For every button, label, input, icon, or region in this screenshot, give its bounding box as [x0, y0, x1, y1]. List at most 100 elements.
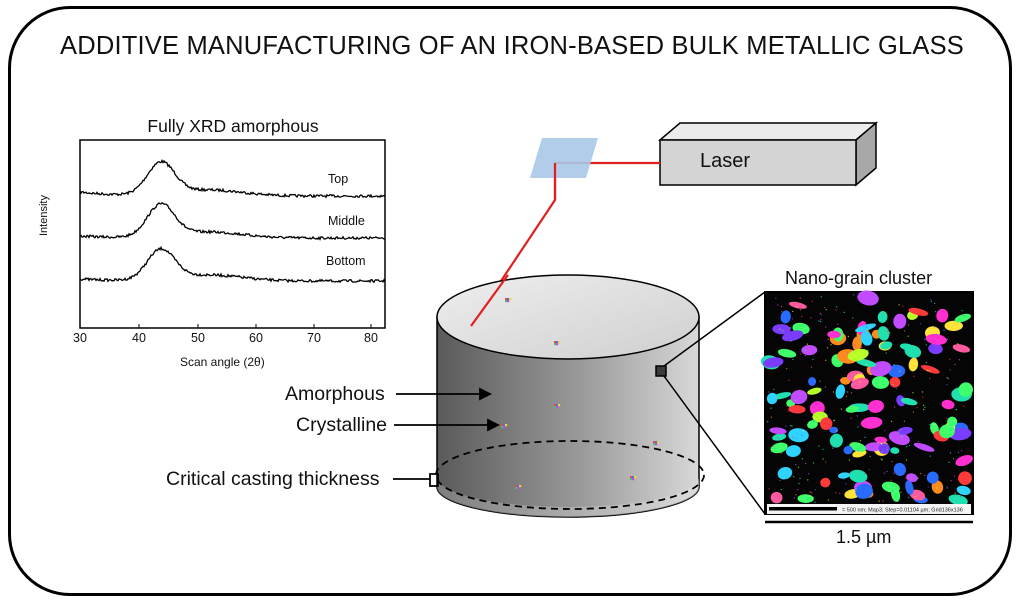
nano-noise-pixel [798, 482, 800, 485]
nano-noise-pixel [820, 318, 822, 320]
zoom-line-top [663, 291, 766, 367]
grain-marker-dot [630, 478, 633, 481]
grain-marker-dot [517, 485, 520, 488]
crystalline-label: Crystalline [296, 414, 388, 436]
nano-grain [797, 494, 814, 504]
nano-noise-pixel [880, 458, 882, 460]
nano-noise-pixel [925, 362, 927, 364]
nano-noise-pixel [770, 416, 772, 418]
amorphous-label: Amorphous [285, 383, 385, 405]
nano-noise-pixel [860, 342, 862, 344]
nano-grain [845, 405, 859, 413]
nano-noise-pixel [804, 355, 806, 357]
nano-noise-pixel [812, 462, 815, 464]
nano-noise-pixel [779, 328, 781, 330]
grain-marker-dot [515, 487, 518, 490]
xrd-title: Fully XRD amorphous [147, 116, 319, 136]
nano-noise-pixel [791, 425, 793, 427]
nano-noise-pixel [780, 489, 783, 491]
nano-grain [955, 455, 973, 467]
nano-noise-pixel [796, 306, 798, 308]
nano-noise-pixel [801, 315, 803, 318]
nano-noise-pixel [898, 304, 900, 306]
nano-noise-pixel [960, 495, 962, 497]
cylinder [435, 274, 705, 518]
laser-spot [530, 138, 598, 178]
nano-noise-pixel [814, 501, 816, 504]
nano-noise-pixel [954, 492, 956, 494]
nano-noise-pixel [813, 411, 815, 413]
nano-noise-pixel [811, 300, 813, 302]
nano-noise-pixel [857, 426, 859, 428]
nano-noise-pixel [924, 406, 926, 408]
nano-noise-pixel [820, 320, 822, 323]
nano-grain [770, 442, 788, 454]
nano-noise-pixel [893, 364, 895, 366]
nano-noise-pixel [895, 387, 897, 390]
grain-marker-dot [509, 298, 512, 301]
nano-noise-pixel [852, 317, 854, 319]
nano-grain [890, 447, 900, 454]
nano-map-scalebar [769, 507, 837, 511]
nano-noise-pixel [946, 384, 948, 386]
nano-grain [905, 480, 914, 495]
nano-noise-pixel [913, 375, 915, 377]
nano-grain [785, 445, 801, 458]
nano-noise-pixel [850, 417, 852, 419]
nano-grain [949, 428, 972, 441]
nano-noise-pixel [799, 309, 801, 311]
nano-noise-pixel [886, 449, 888, 451]
nano-noise-pixel [799, 477, 801, 479]
grain-marker-dot [655, 443, 658, 446]
nano-grain [829, 433, 843, 448]
nano-noise-pixel [836, 430, 838, 432]
nano-noise-pixel [955, 409, 957, 411]
nano-noise-pixel [811, 383, 813, 385]
nano-noise-pixel [789, 356, 791, 358]
grain-marker-dot [556, 406, 559, 409]
nano-noise-pixel [859, 381, 861, 383]
nano-noise-pixel [843, 311, 845, 313]
nano-noise-pixel [819, 313, 821, 315]
nano-noise-pixel [768, 391, 770, 393]
nano-noise-pixel [908, 445, 910, 447]
nano-noise-pixel [878, 500, 880, 502]
grain-marker-dot [634, 476, 637, 479]
grain-marker-dot [558, 404, 561, 407]
nano-noise-pixel [848, 459, 850, 461]
nano-grain [925, 333, 947, 345]
nano-noise-pixel [890, 420, 893, 422]
nano-noise-pixel [960, 450, 963, 452]
nano-noise-pixel [806, 343, 808, 345]
nano-grain [860, 416, 883, 429]
nano-noise-pixel [902, 305, 904, 307]
nano-noise-pixel [853, 344, 855, 346]
nano-noise-pixel [924, 338, 926, 341]
nano-noise-pixel [890, 479, 892, 481]
nano-noise-pixel [921, 391, 924, 393]
nano-noise-pixel [881, 459, 883, 461]
nano-noise-pixel [958, 359, 960, 361]
nano-grain [838, 472, 850, 479]
critical-thickness-ellipse [435, 440, 705, 510]
nano-noise-pixel [850, 442, 852, 444]
nano-noise-pixel [791, 318, 793, 320]
nano-noise-pixel [790, 425, 792, 427]
grain-marker-dot [519, 485, 522, 488]
nano-noise-pixel [915, 308, 917, 310]
nano-noise-pixel [792, 358, 794, 361]
nano-noise-pixel [795, 437, 797, 440]
nano-grain [897, 426, 913, 435]
nano-grain [871, 376, 890, 389]
xrd-tick-label: 60 [249, 331, 263, 345]
nano-grain [896, 395, 906, 407]
nano-noise-pixel [775, 297, 777, 299]
nano-noise-pixel [845, 483, 847, 485]
nano-grain [850, 377, 869, 390]
nano-noise-pixel [911, 478, 913, 480]
nano-noise-pixel [934, 302, 936, 305]
nano-grain [855, 483, 873, 499]
xrd-x-axis-label: Scan angle (2θ) [180, 355, 265, 369]
nano-noise-pixel [895, 431, 897, 433]
